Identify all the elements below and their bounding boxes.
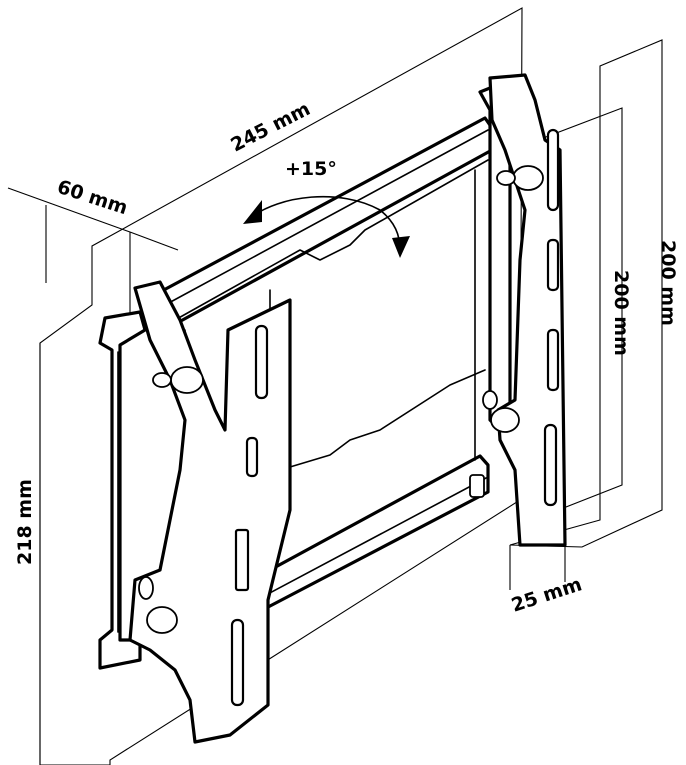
right-arm-slot-top: [546, 128, 560, 212]
left-wall-bracket: [98, 310, 147, 670]
tilt-arrow-head-right: [392, 236, 410, 258]
right-arm-slot-mid: [546, 238, 560, 292]
wing-nut-bottom-left: [138, 576, 178, 634]
depth-dim-ext: [129, 231, 179, 251]
label-depth: 60 mm: [54, 176, 130, 219]
left-arm-slot-top: [254, 324, 269, 400]
left-arm-slot-bottom: [230, 618, 245, 707]
wing-nut-top-left: [152, 366, 204, 394]
adjust-screw: [469, 474, 485, 498]
wing-nut-top-right: [496, 165, 544, 191]
left-arm-slot-lock: [234, 528, 250, 592]
label-arm-width: 25 mm: [509, 573, 585, 616]
tv-plane-outline: [509, 39, 663, 548]
label-tilt: +15°: [285, 158, 337, 180]
label-vesa-horizontal: 200 mm: [657, 240, 679, 326]
label-vesa-vertical: 200 mm: [610, 270, 632, 356]
label-height-total: 218 mm: [14, 479, 36, 565]
tilt-arrow: [249, 195, 401, 251]
wing-nut-bottom-right: [482, 390, 520, 433]
right-arm-slot-bottom: [543, 423, 558, 507]
tilt-arrow-head-left: [243, 200, 262, 224]
right-arm-slot-low: [546, 328, 560, 392]
left-arm-slot-mid: [245, 436, 259, 478]
depth-dim-line: [7, 187, 131, 233]
top-rail: [158, 116, 494, 330]
